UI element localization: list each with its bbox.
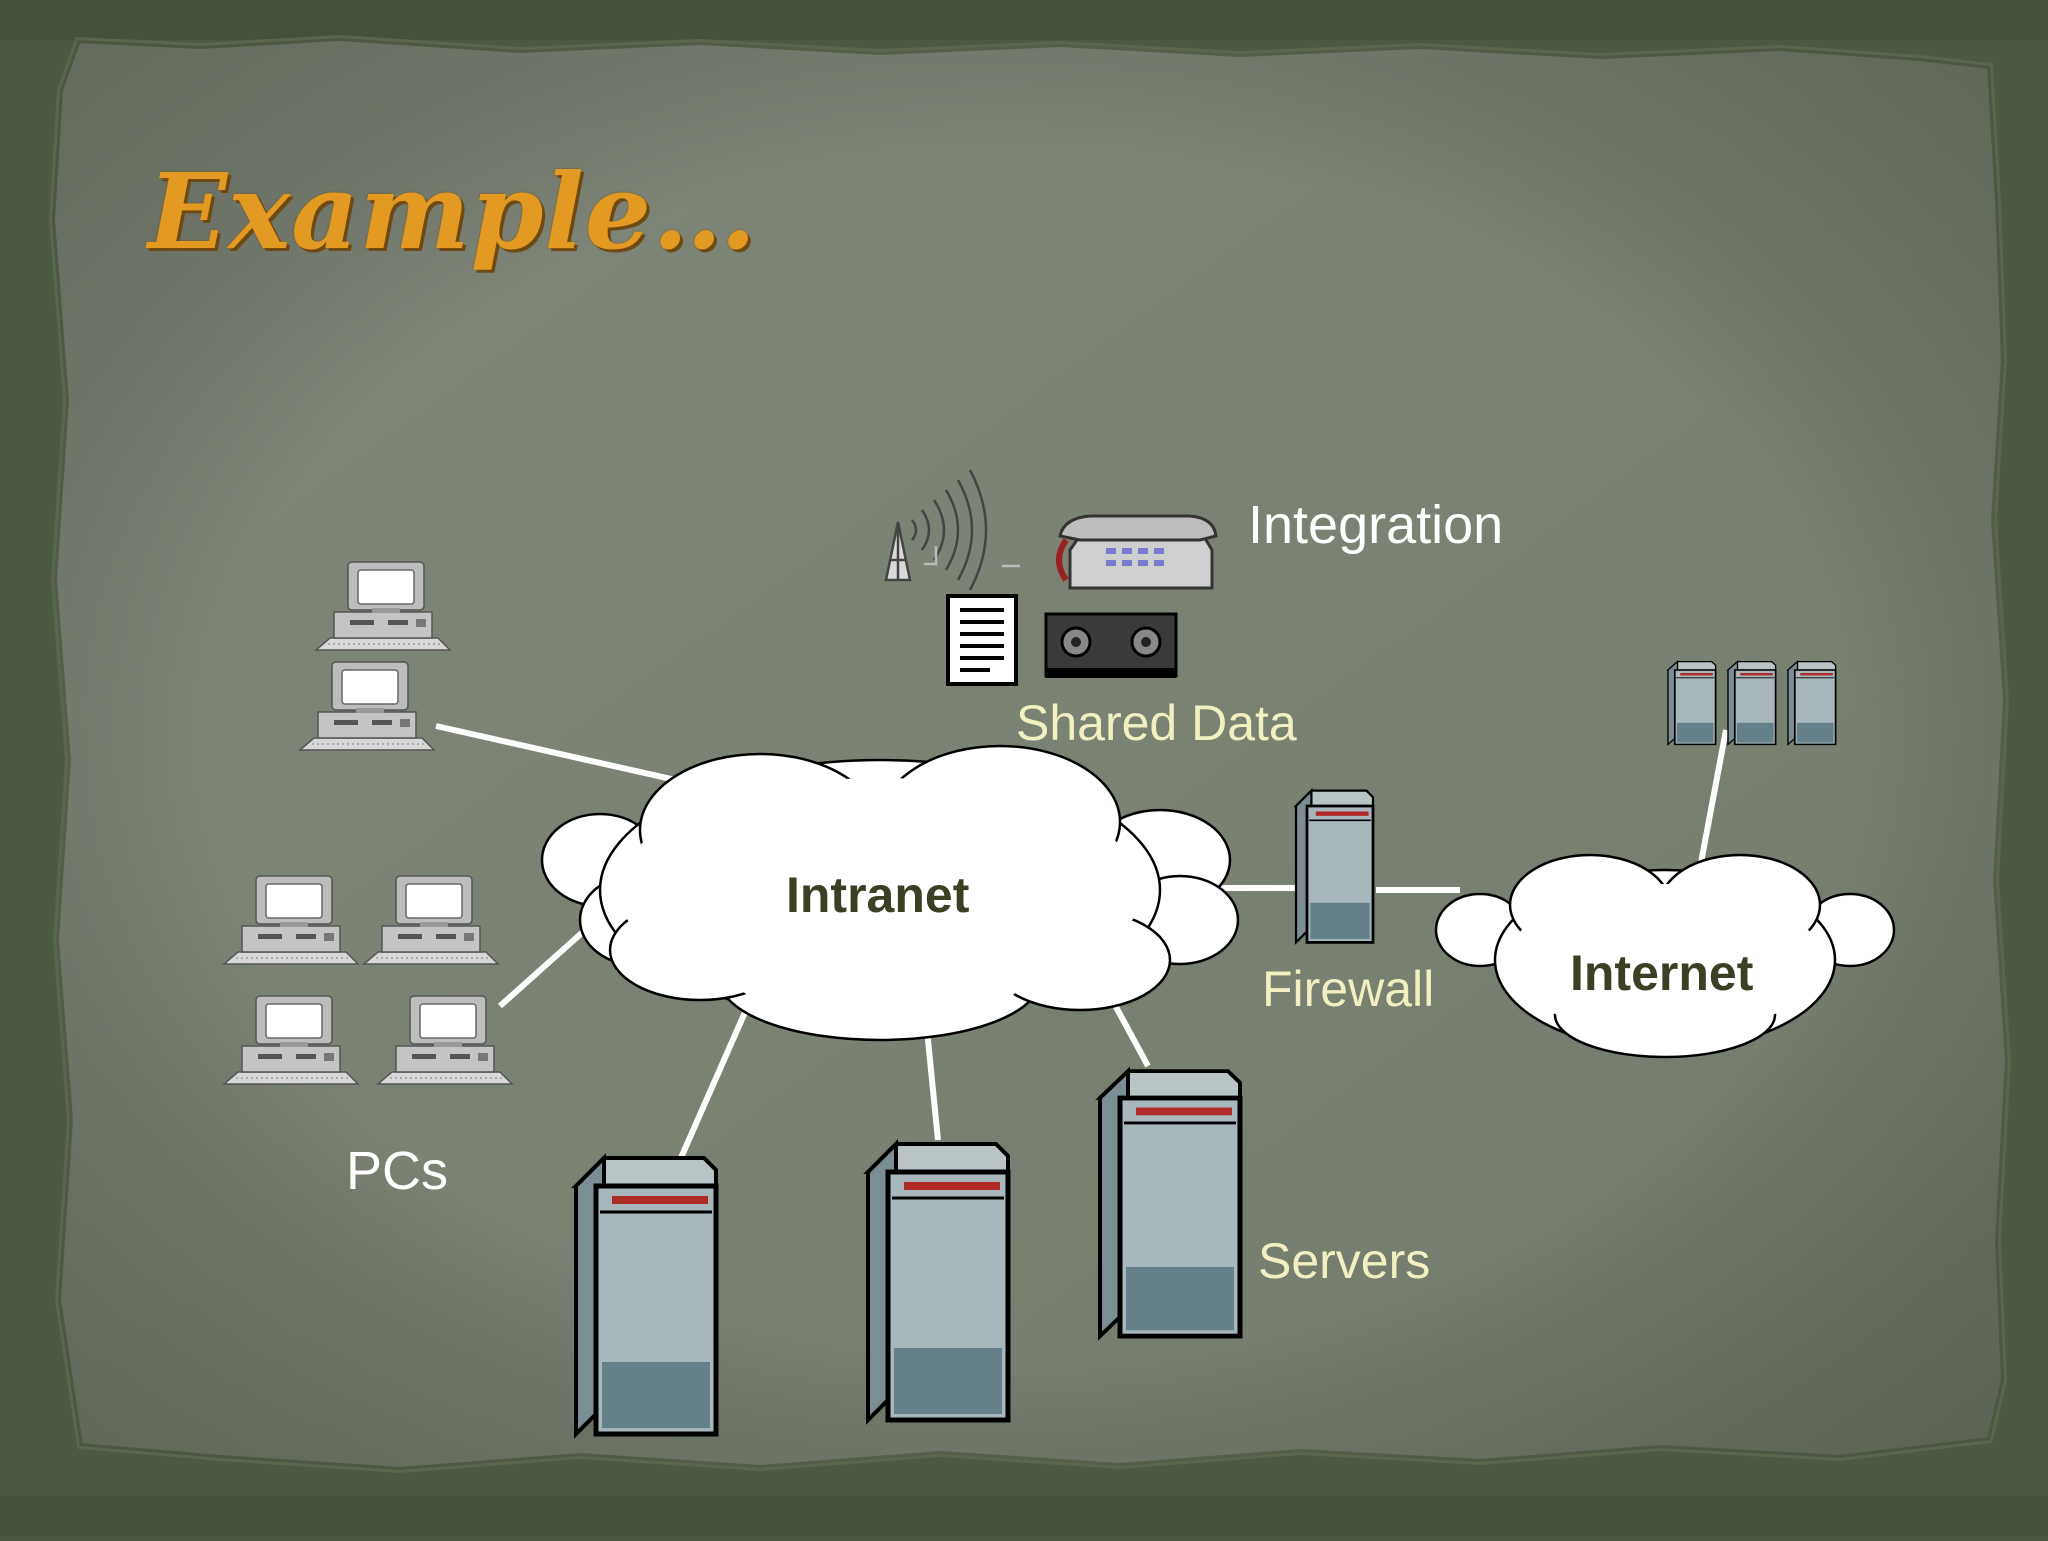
telephone-icon — [1056, 514, 1218, 590]
intranet-label: Intranet — [786, 867, 970, 923]
server-tower-icon — [868, 1144, 1008, 1420]
pcs-label: PCs — [346, 1141, 449, 1201]
server-tower-icon — [576, 1158, 716, 1434]
firewall-tower-icon — [1294, 789, 1375, 944]
slide-title: Example… — [148, 150, 758, 273]
internet-cloud-icon — [1434, 853, 1896, 1059]
video-tape-icon — [1044, 612, 1178, 678]
server-tower-icon — [1667, 660, 1717, 746]
firewall-label: Firewall — [1262, 961, 1435, 1017]
server-tower-icon — [1787, 660, 1837, 746]
document-icon — [946, 594, 1018, 686]
intranet-cloud-icon — [540, 744, 1240, 1042]
internet-label: Internet — [1570, 945, 1754, 1001]
radio-antenna-icon — [884, 469, 1020, 591]
servers-label: Servers — [1258, 1233, 1431, 1289]
server-tower-icon — [1100, 1071, 1240, 1336]
integration-label: Integration — [1248, 495, 1504, 555]
server-tower-icon — [1727, 660, 1777, 746]
shared-data-label: Shared Data — [1016, 695, 1297, 751]
